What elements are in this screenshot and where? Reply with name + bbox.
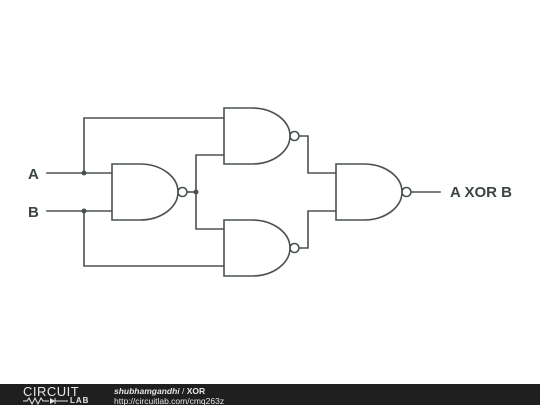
wires bbox=[46, 117, 441, 267]
nand-gate-2 bbox=[223, 107, 300, 165]
output-label: A XOR B bbox=[450, 184, 512, 201]
circuit-url[interactable]: http://circuitlab.com/cmq263z bbox=[114, 396, 225, 406]
footer-credit: shubhamgandhi / XOR bbox=[114, 386, 224, 396]
circuit-title[interactable]: XOR bbox=[186, 386, 206, 396]
wire-g3-to-g4 bbox=[298, 210, 337, 249]
wire-a-to-g2 bbox=[83, 117, 225, 174]
nand-gate-3 bbox=[223, 219, 300, 277]
wire-g1-to-g2 bbox=[195, 154, 225, 193]
nand-gate-1-bubble bbox=[177, 186, 188, 198]
author-link[interactable]: shubhamgandhi bbox=[114, 386, 180, 396]
nand-gate-1 bbox=[111, 163, 188, 221]
nand-gate-4-bubble bbox=[401, 186, 412, 198]
wire-b-to-g3 bbox=[83, 210, 225, 267]
input-b-label: B bbox=[28, 204, 39, 221]
footer-meta: shubhamgandhi / XOR http://circuitlab.co… bbox=[114, 386, 224, 406]
input-a-label: A bbox=[28, 166, 39, 183]
xor-circuit-schematic: A B A XOR B bbox=[28, 107, 512, 277]
credit-separator: / bbox=[179, 386, 187, 396]
junction-b bbox=[81, 208, 87, 214]
circuitlab-logo[interactable]: CIRCUIT LAB bbox=[23, 385, 99, 405]
nand-gate-3-bubble bbox=[289, 242, 300, 254]
junction-a bbox=[81, 170, 87, 176]
logo-word-top: CIRCUIT bbox=[23, 384, 80, 399]
wire-g2-to-g4 bbox=[298, 135, 337, 174]
footer-bar: CIRCUIT LAB shubhamgandhi / XOR http://c… bbox=[0, 384, 540, 406]
logo-word-bottom: LAB bbox=[70, 396, 90, 405]
wire-g1-to-g3 bbox=[195, 191, 225, 230]
nand-gate-4 bbox=[335, 163, 412, 221]
junction-g1-out bbox=[193, 189, 199, 195]
resistor-diode-icon bbox=[23, 397, 68, 405]
nand-gate-2-bubble bbox=[289, 130, 300, 142]
